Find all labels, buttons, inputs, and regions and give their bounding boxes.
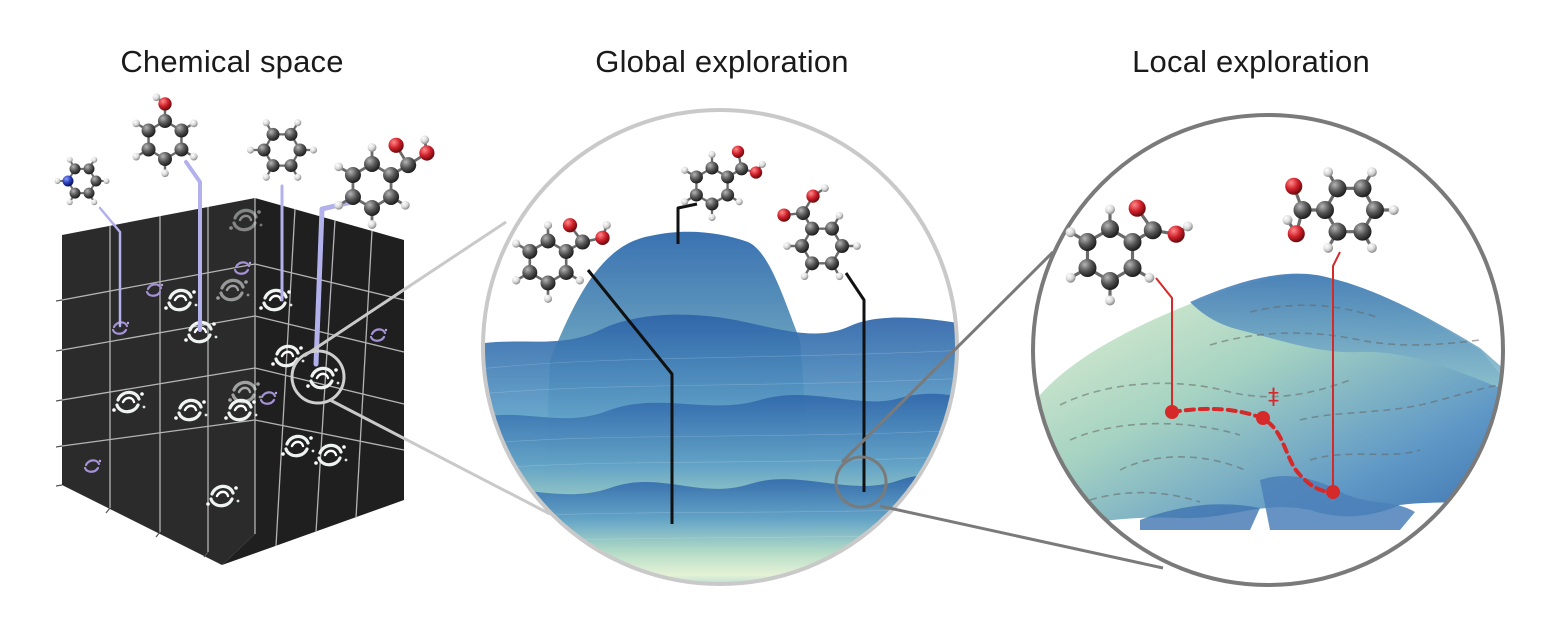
molecule-models xyxy=(54,93,1399,306)
local-exploration-title: Local exploration xyxy=(1132,44,1370,79)
benzoic-acid-local-left xyxy=(1065,199,1193,306)
transition-state-point xyxy=(1256,411,1270,425)
chemical-space-title: Chemical space xyxy=(120,44,344,79)
global-zoom-target xyxy=(834,455,888,509)
local-contour-lines xyxy=(1059,304,1503,503)
global-leader-lines xyxy=(586,202,866,524)
benzene-molecule xyxy=(246,119,318,181)
local-basin xyxy=(1260,475,1415,530)
local-leader-lines xyxy=(1155,251,1341,492)
pyridine-molecule xyxy=(54,156,110,206)
transition-state-label: ‡ xyxy=(1268,385,1279,410)
benzoic-acid-global-left xyxy=(512,218,611,303)
local-zoom-lens xyxy=(1031,113,1505,587)
local-back-ridge xyxy=(1190,273,1503,390)
phenol-molecule xyxy=(132,93,198,178)
reactant-minimum xyxy=(1165,405,1179,419)
global-exploration-title: Global exploration xyxy=(595,44,849,79)
molecule-tethers xyxy=(98,160,359,367)
reaction-pathway: ‡ xyxy=(1165,385,1340,499)
product-minimum xyxy=(1326,485,1340,499)
cube-front-face xyxy=(62,198,255,565)
benzoic-acid-molecule-1 xyxy=(334,135,435,229)
cube-axis-ticks xyxy=(55,299,209,558)
zoom-connector-2 xyxy=(840,250,1164,570)
zoom-source-circle xyxy=(290,349,346,405)
chemical-space-cube xyxy=(55,160,405,565)
benzoic-acid-global-top xyxy=(681,145,766,222)
cube-grid xyxy=(61,198,405,552)
zoom-connector-1 xyxy=(303,220,551,516)
local-front-fold xyxy=(1140,504,1260,530)
benzoic-acid-global-right xyxy=(777,184,861,281)
global-landscape xyxy=(481,108,959,586)
local-landscape: ‡ xyxy=(1031,113,1505,587)
benzoic-acid-local-right xyxy=(1282,167,1399,253)
